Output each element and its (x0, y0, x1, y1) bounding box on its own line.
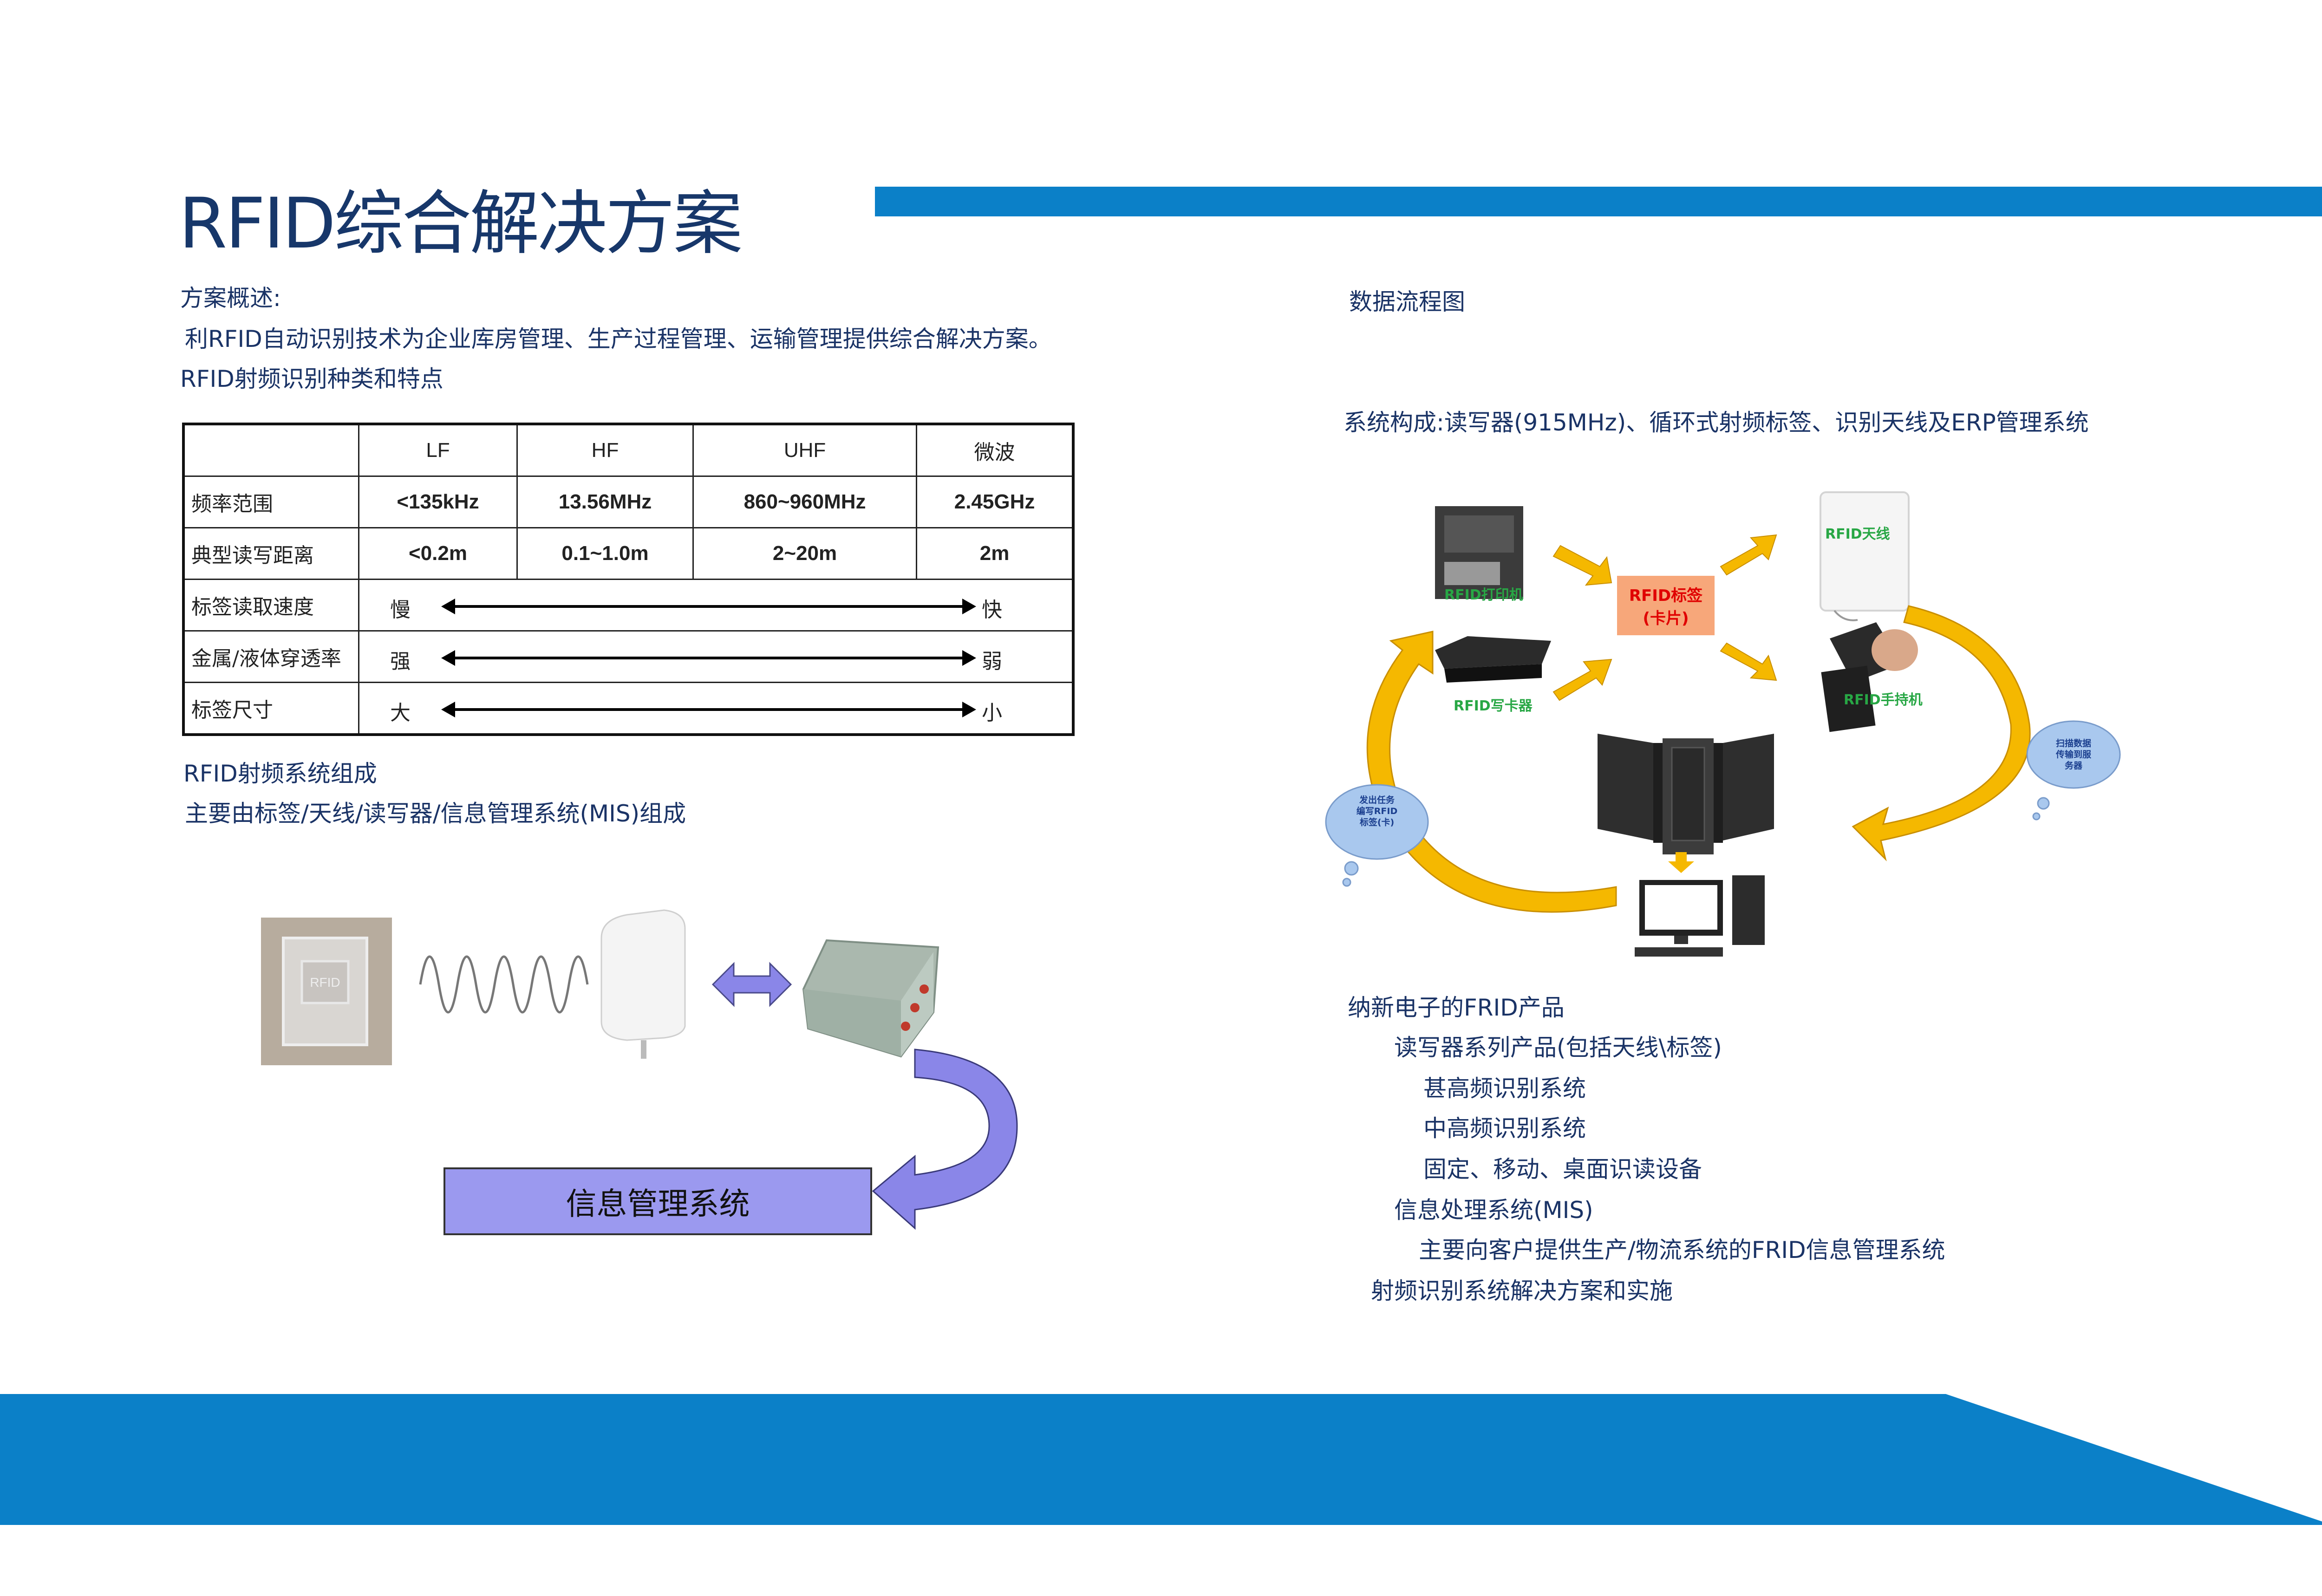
rfid-tag-image: RFID (261, 918, 392, 1065)
product-line: 主要向客户提供生产/物流系统的FRID信息管理系统 (1419, 1237, 1945, 1264)
cloud-left-line: 编写RFID (1356, 806, 1398, 816)
rfid-types-table: LF HF UHF 微波 频率范围 <135kHz 13.56MHz 860~9… (182, 423, 1075, 736)
table-cell: 2m (916, 527, 1074, 580)
cloud-left-line: 标签(卡) (1359, 817, 1395, 827)
types-heading: RFID射频识别种类和特点 (180, 365, 444, 392)
scale-cell: 强 弱 (358, 630, 1074, 683)
tag-box-line2: (卡片) (1643, 609, 1689, 628)
double-arrow-icon (711, 962, 792, 1007)
row-label: 典型读写距离 (183, 527, 359, 580)
card-writer-image (1435, 636, 1551, 683)
product-line: 中高频识别系统 (1423, 1115, 1586, 1142)
table-row: 金属/液体穿透率 强 弱 (183, 630, 1074, 683)
double-arrow-icon (441, 650, 976, 666)
curved-arrow-icon (872, 1049, 1018, 1230)
top-accent-bar (875, 187, 2322, 216)
product-line: 射频识别系统解决方案和实施 (1371, 1277, 1673, 1304)
product-line: 信息处理系统(MIS) (1394, 1197, 1593, 1224)
table-header-row: LF HF UHF 微波 (183, 423, 1074, 477)
row-label: 标签读取速度 (183, 579, 359, 632)
data-flow-diagram (1325, 491, 2121, 957)
radio-wave-icon (419, 955, 589, 1014)
table-header-cell: 微波 (916, 423, 1074, 477)
writer-label: RFID写卡器 (1454, 698, 1533, 714)
rfid-tag-box: RFID标签 (卡片) (1617, 576, 1715, 635)
product-line: 读写器系列产品(包括天线\标签) (1394, 1034, 1722, 1061)
arrow-icon (1552, 658, 1612, 701)
table-cell: 0.1~1.0m (516, 527, 694, 580)
row-label: 标签尺寸 (183, 682, 359, 736)
table-row: 典型读写距离 <0.2m 0.1~1.0m 2~20m 2m (183, 527, 1074, 580)
row-label: 频率范围 (183, 476, 359, 528)
svg-text:RFID: RFID (310, 975, 340, 990)
cycle-arrow-right-icon (1852, 605, 2031, 861)
computer-image (1635, 875, 1765, 957)
scale-left: 大 (390, 701, 411, 725)
overview-label: 方案概述: (180, 285, 281, 312)
handheld-image (1821, 622, 1918, 732)
system-text: 主要由标签/天线/读写器/信息管理系统(MIS)组成 (185, 800, 686, 827)
system-composition-text: 系统构成:读写器(915MHz)、循环式射频标签、识别天线及ERP管理系统 (1344, 409, 2089, 436)
bottom-accent-band (0, 1394, 2322, 1525)
product-line: 固定、移动、桌面识读设备 (1423, 1156, 1702, 1183)
table-cell: 13.56MHz (516, 476, 694, 528)
table-header-cell: LF (358, 423, 518, 477)
scale-right: 弱 (982, 650, 1002, 673)
handheld-label: RFID手持机 (1844, 692, 1923, 708)
reader-device-image (802, 939, 939, 1058)
table-cell: 2~20m (692, 527, 918, 580)
printer-image (1435, 506, 1523, 599)
cloud-right-text: 扫描数据 传输到服 务器 (2041, 738, 2106, 771)
table-header-cell (183, 423, 359, 477)
table-cell: 860~960MHz (692, 476, 918, 528)
overview-text: 利RFID自动识别技术为企业库房管理、生产过程管理、运输管理提供综合解决方案。 (185, 326, 1052, 352)
scale-right: 小 (982, 701, 1002, 725)
scale-cell: 大 小 (358, 682, 1074, 736)
antenna-image (598, 901, 714, 1082)
table-row: 频率范围 <135kHz 13.56MHz 860~960MHz 2.45GHz (183, 476, 1074, 528)
system-composition-diagram: RFID (261, 901, 1018, 1230)
arrow-icon (1720, 642, 1777, 681)
mis-box: 信息管理系统 (444, 1167, 872, 1235)
tag-box-line1: RFID标签 (1629, 586, 1703, 605)
product-line: 甚高频识别系统 (1423, 1075, 1586, 1102)
double-arrow-icon (441, 599, 976, 614)
cloud-left-line: 发出任务 (1359, 795, 1395, 805)
cloud-right-line: 务器 (2064, 760, 2082, 771)
table-cell: <135kHz (358, 476, 518, 528)
scale-right: 快 (982, 598, 1002, 622)
scale-left: 强 (390, 650, 411, 673)
table-header-cell: UHF (692, 423, 918, 477)
antenna-image (1820, 491, 1910, 621)
table-row: 标签读取速度 慢 快 (183, 579, 1074, 632)
table-cell: 2.45GHz (916, 476, 1074, 528)
arrow-icon (1720, 534, 1777, 576)
arrow-icon (1668, 852, 1694, 873)
cloud-left (1325, 784, 1429, 887)
scale-left: 慢 (390, 598, 411, 622)
cloud-right-line: 传输到服 (2055, 749, 2091, 760)
printer-label: RFID打印机 (1444, 587, 1523, 603)
arrow-icon (1552, 545, 1612, 586)
cycle-arrow-left-icon (1366, 631, 1617, 913)
double-arrow-icon (441, 702, 976, 717)
page-title: RFID综合解决方案 (179, 183, 743, 264)
scale-cell: 慢 快 (358, 579, 1074, 632)
antenna-label: RFID天线 (1825, 526, 1890, 542)
table-cell: <0.2m (358, 527, 518, 580)
cloud-right-line: 扫描数据 (2055, 738, 2091, 749)
table-header-cell: HF (516, 423, 694, 477)
server-image (1598, 734, 1774, 854)
table-row: 标签尺寸 大 小 (183, 682, 1074, 736)
cloud-right (2026, 720, 2121, 821)
row-label: 金属/液体穿透率 (183, 630, 359, 683)
cloud-left-text: 发出任务 编写RFID 标签(卡) (1344, 795, 1409, 828)
flow-heading: 数据流程图 (1349, 288, 1465, 315)
system-heading: RFID射频系统组成 (183, 760, 377, 787)
products-heading: 纳新电子的FRID产品 (1348, 994, 1565, 1021)
